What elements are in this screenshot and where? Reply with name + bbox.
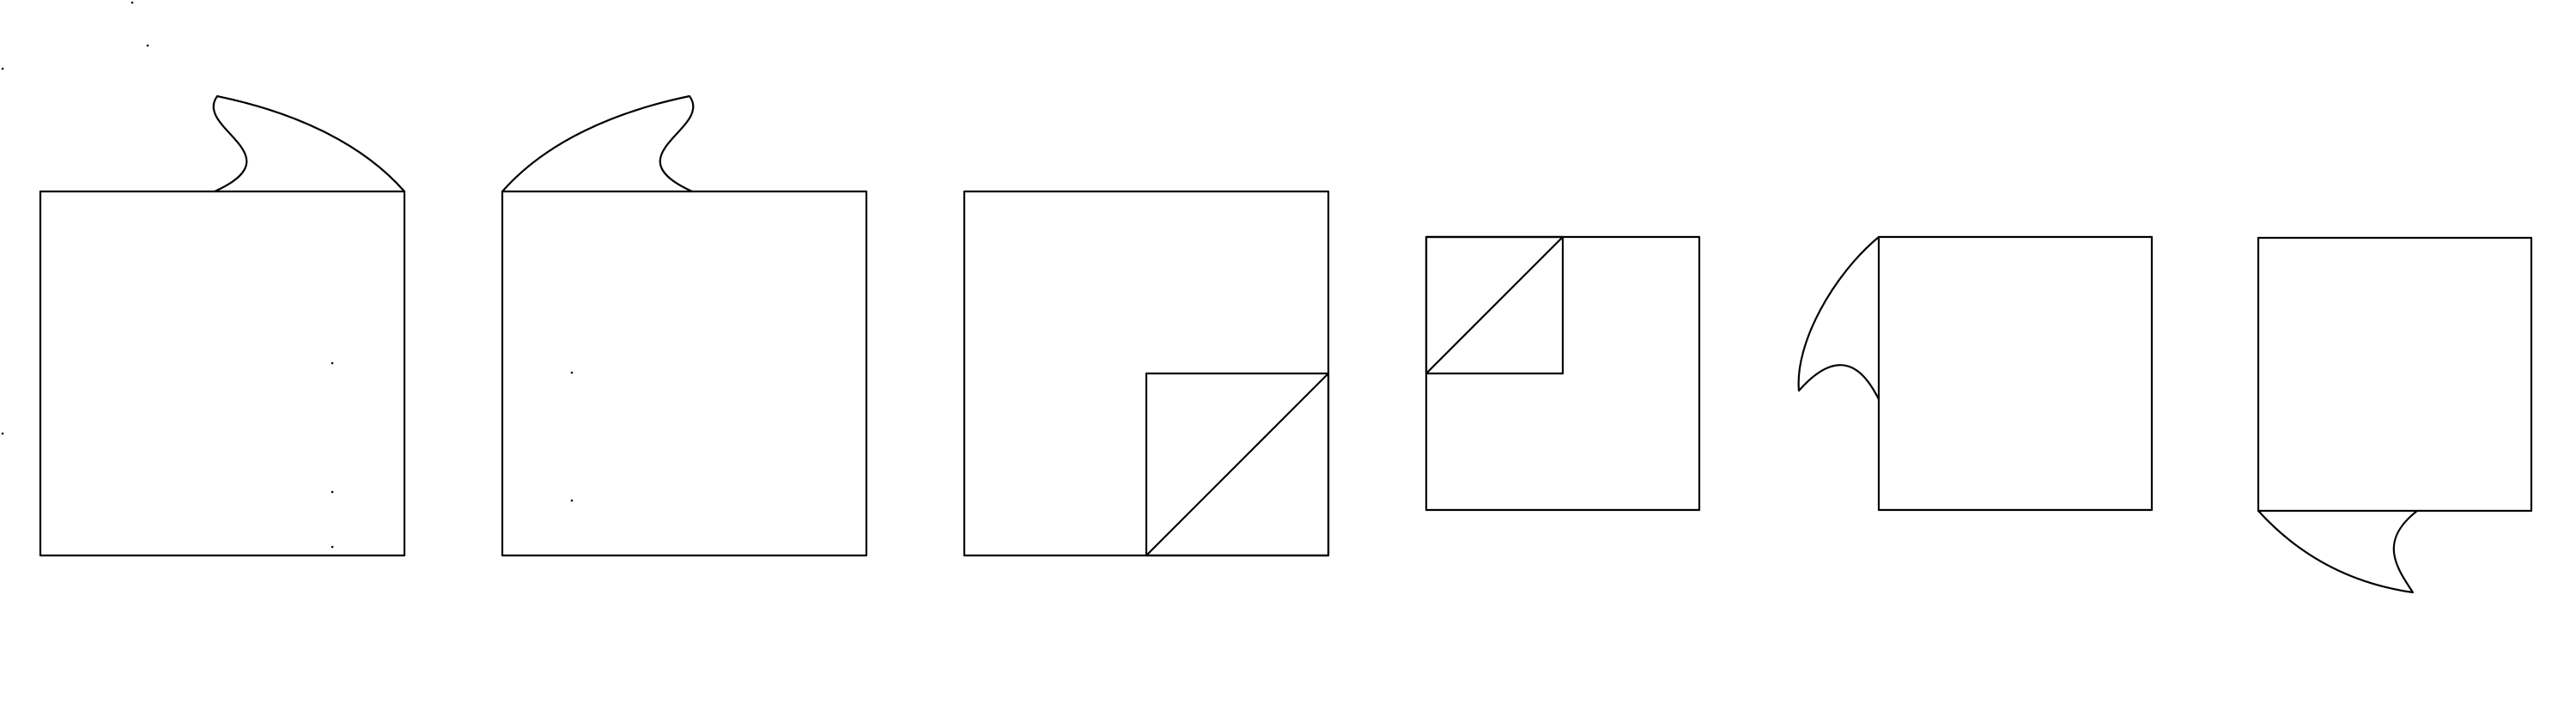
page-curl-shape xyxy=(212,94,406,193)
square-outline xyxy=(501,190,868,557)
speck xyxy=(331,490,334,494)
page-curl-shape xyxy=(1797,235,1880,401)
square-outline xyxy=(39,190,406,557)
square-outline xyxy=(1877,235,2154,512)
panel-6-curl-bottom-left xyxy=(2257,236,2533,594)
square-outline xyxy=(2257,236,2533,513)
panel-2-curl-top-left xyxy=(501,94,868,557)
fold-diagonal xyxy=(1145,372,1330,557)
speck xyxy=(331,545,334,549)
panel-5-curl-left-top xyxy=(1797,235,2154,512)
speck xyxy=(131,1,134,4)
speck xyxy=(570,499,574,502)
folded-corner-square xyxy=(1425,235,1564,375)
fold-diagonal xyxy=(1425,235,1564,375)
speck xyxy=(146,44,149,47)
page-curl-shape xyxy=(501,94,695,193)
scan-specks xyxy=(1,1,574,549)
speck xyxy=(1,432,4,435)
speck xyxy=(570,371,574,374)
speck xyxy=(331,361,334,365)
panel-4-folded-corner-top-left xyxy=(1425,235,1701,512)
panel-1-curl-top-right xyxy=(39,94,406,557)
page-curl-shape xyxy=(2257,509,2419,594)
speck xyxy=(1,67,4,70)
panel-3-folded-corner-bottom-right xyxy=(963,190,1330,557)
folded-corner-square xyxy=(1145,372,1330,557)
